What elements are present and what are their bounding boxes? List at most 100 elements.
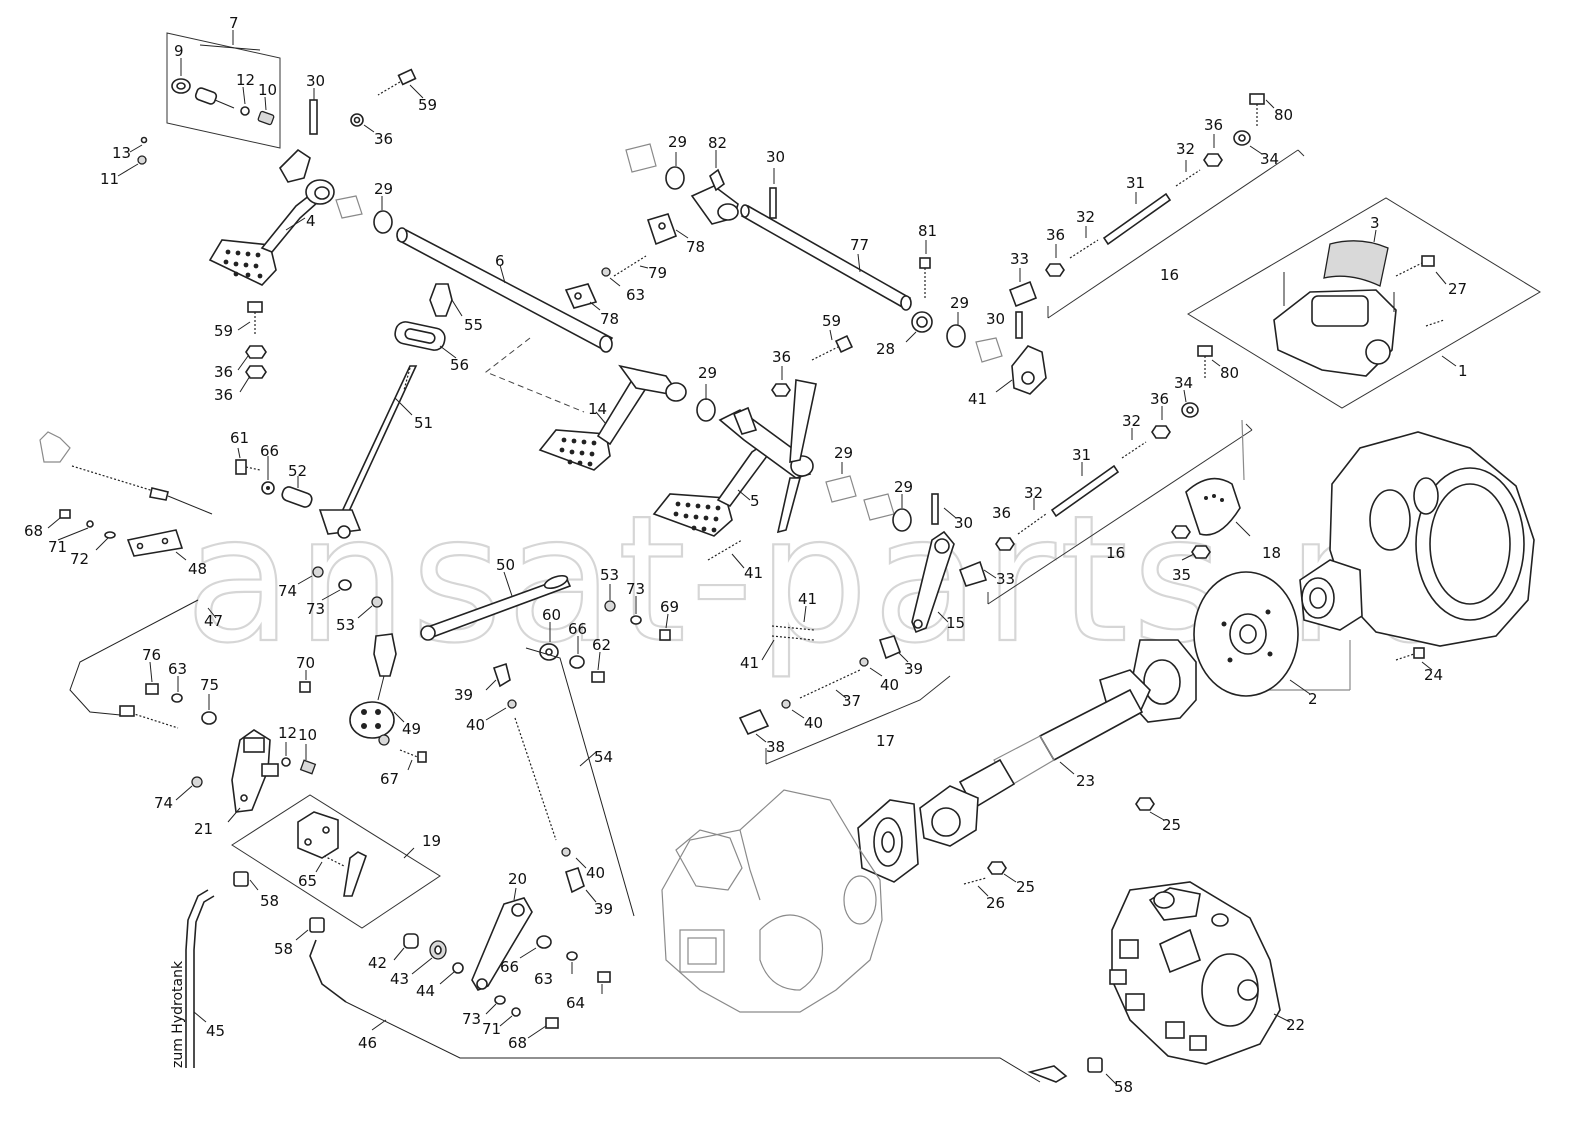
part-18-brake-band bbox=[1185, 477, 1241, 536]
callout-39: 39 bbox=[454, 686, 473, 704]
part-30-pin-c bbox=[1015, 311, 1023, 339]
engine-block-ghost bbox=[661, 789, 883, 1013]
part-45-hose bbox=[185, 889, 215, 1068]
part-71-washer-b bbox=[511, 1007, 521, 1017]
part-54-rod bbox=[514, 717, 557, 841]
part-49-gear-selector bbox=[349, 633, 397, 746]
part-46-hose bbox=[309, 939, 1041, 1083]
callout-36: 36 bbox=[374, 130, 393, 148]
callout-77: 77 bbox=[850, 236, 869, 254]
part-36-nut-h bbox=[995, 537, 1015, 551]
callout-51: 51 bbox=[414, 414, 433, 432]
callout-12: 12 bbox=[278, 724, 297, 742]
callout-58: 58 bbox=[274, 940, 293, 958]
part-36-nut-c bbox=[245, 365, 267, 379]
callout-4: 4 bbox=[306, 212, 316, 230]
callout-62: 62 bbox=[592, 636, 611, 654]
callout-50: 50 bbox=[496, 556, 515, 574]
callout-29: 29 bbox=[668, 133, 687, 151]
callout-71: 71 bbox=[48, 538, 67, 556]
part-12-ball bbox=[240, 106, 250, 116]
part-5-service-pedal bbox=[652, 379, 817, 537]
callout-73: 73 bbox=[462, 1010, 481, 1028]
kit-7-frame bbox=[166, 32, 281, 149]
part-34-rod-end-b bbox=[1181, 402, 1199, 418]
part-32-spring-b bbox=[1175, 169, 1201, 187]
part-47-cable bbox=[39, 431, 213, 717]
part-9-washer bbox=[171, 78, 191, 94]
part-63-washer-a bbox=[171, 693, 183, 703]
callout-34: 34 bbox=[1174, 374, 1193, 392]
part-29-bushing-b bbox=[625, 143, 685, 190]
callout-11: 11 bbox=[100, 170, 119, 188]
callout-72: 72 bbox=[70, 550, 89, 568]
callout-68: 68 bbox=[508, 1034, 527, 1052]
part-42-sleeve bbox=[403, 933, 419, 949]
kit-17-frame bbox=[765, 675, 951, 765]
callout-76: 76 bbox=[142, 646, 161, 664]
callout-16: 16 bbox=[1160, 266, 1179, 284]
callout-35: 35 bbox=[1172, 566, 1191, 584]
part-59-bolt-a bbox=[377, 68, 417, 96]
part-36-nut-b bbox=[245, 345, 267, 359]
part-81-bolt bbox=[919, 257, 931, 300]
part-29-bushing-f bbox=[946, 324, 1003, 363]
callout-43: 43 bbox=[390, 970, 409, 988]
part-25-nut-a bbox=[1135, 797, 1155, 811]
callout-15: 15 bbox=[946, 614, 965, 632]
callout-33: 33 bbox=[1010, 250, 1029, 268]
callout-56: 56 bbox=[450, 356, 469, 374]
part-82-lever-arm bbox=[690, 168, 739, 225]
callout-49: 49 bbox=[402, 720, 421, 738]
part-60-washer bbox=[539, 643, 559, 661]
callout-31: 31 bbox=[1072, 446, 1091, 464]
part-41-spring-b bbox=[707, 539, 743, 561]
part-41-cam bbox=[1011, 345, 1047, 395]
part-25-nut-b bbox=[987, 861, 1007, 875]
hydrotank-label: zum Hydrotank bbox=[170, 960, 186, 1068]
callout-58: 58 bbox=[1114, 1078, 1133, 1096]
callout-13: 13 bbox=[112, 144, 131, 162]
part-34-rod-end-a bbox=[1233, 130, 1251, 146]
part-80-bolt-b bbox=[1197, 345, 1213, 380]
callout-60: 60 bbox=[542, 606, 561, 624]
callout-1: 1 bbox=[1458, 362, 1468, 380]
part-80-bolt-a bbox=[1249, 93, 1265, 126]
callout-31: 31 bbox=[1126, 174, 1145, 192]
callout-59: 59 bbox=[822, 312, 841, 330]
part-65-plate bbox=[323, 851, 367, 897]
part-36-nut-a bbox=[350, 113, 364, 127]
callout-30: 30 bbox=[766, 148, 785, 166]
callout-2: 2 bbox=[1308, 690, 1318, 708]
part-78-clevis-a bbox=[646, 213, 678, 246]
part-6-cross-shaft bbox=[396, 227, 614, 353]
kit-1-frame bbox=[1187, 197, 1541, 409]
callout-42: 42 bbox=[368, 954, 387, 972]
part-50-linkage-rod bbox=[420, 574, 572, 641]
part-66-washer-c bbox=[536, 935, 552, 949]
callout-29: 29 bbox=[834, 444, 853, 462]
part-40-nut-b bbox=[561, 847, 571, 857]
part-75-washer bbox=[201, 711, 217, 725]
callout-40: 40 bbox=[466, 716, 485, 734]
part-70-screw bbox=[299, 681, 311, 693]
part-10-sleeve-b bbox=[299, 759, 317, 775]
part-40-nut-a bbox=[507, 699, 517, 709]
callout-30: 30 bbox=[986, 310, 1005, 328]
callout-41: 41 bbox=[968, 390, 987, 408]
callout-29: 29 bbox=[894, 478, 913, 496]
callout-32: 32 bbox=[1176, 140, 1195, 158]
part-27-bolt bbox=[1395, 255, 1435, 277]
part-66-washer-a bbox=[261, 481, 275, 495]
callout-14: 14 bbox=[588, 400, 607, 418]
part-22-hydraulic-pump bbox=[1109, 881, 1281, 1065]
part-30-pin-a bbox=[309, 99, 318, 135]
callout-36: 36 bbox=[214, 386, 233, 404]
part-32-spring-d bbox=[1017, 513, 1047, 535]
callout-23: 23 bbox=[1076, 772, 1095, 790]
callout-36: 36 bbox=[1046, 226, 1065, 244]
part-64-screw bbox=[597, 971, 611, 983]
callout-25: 25 bbox=[1162, 816, 1181, 834]
